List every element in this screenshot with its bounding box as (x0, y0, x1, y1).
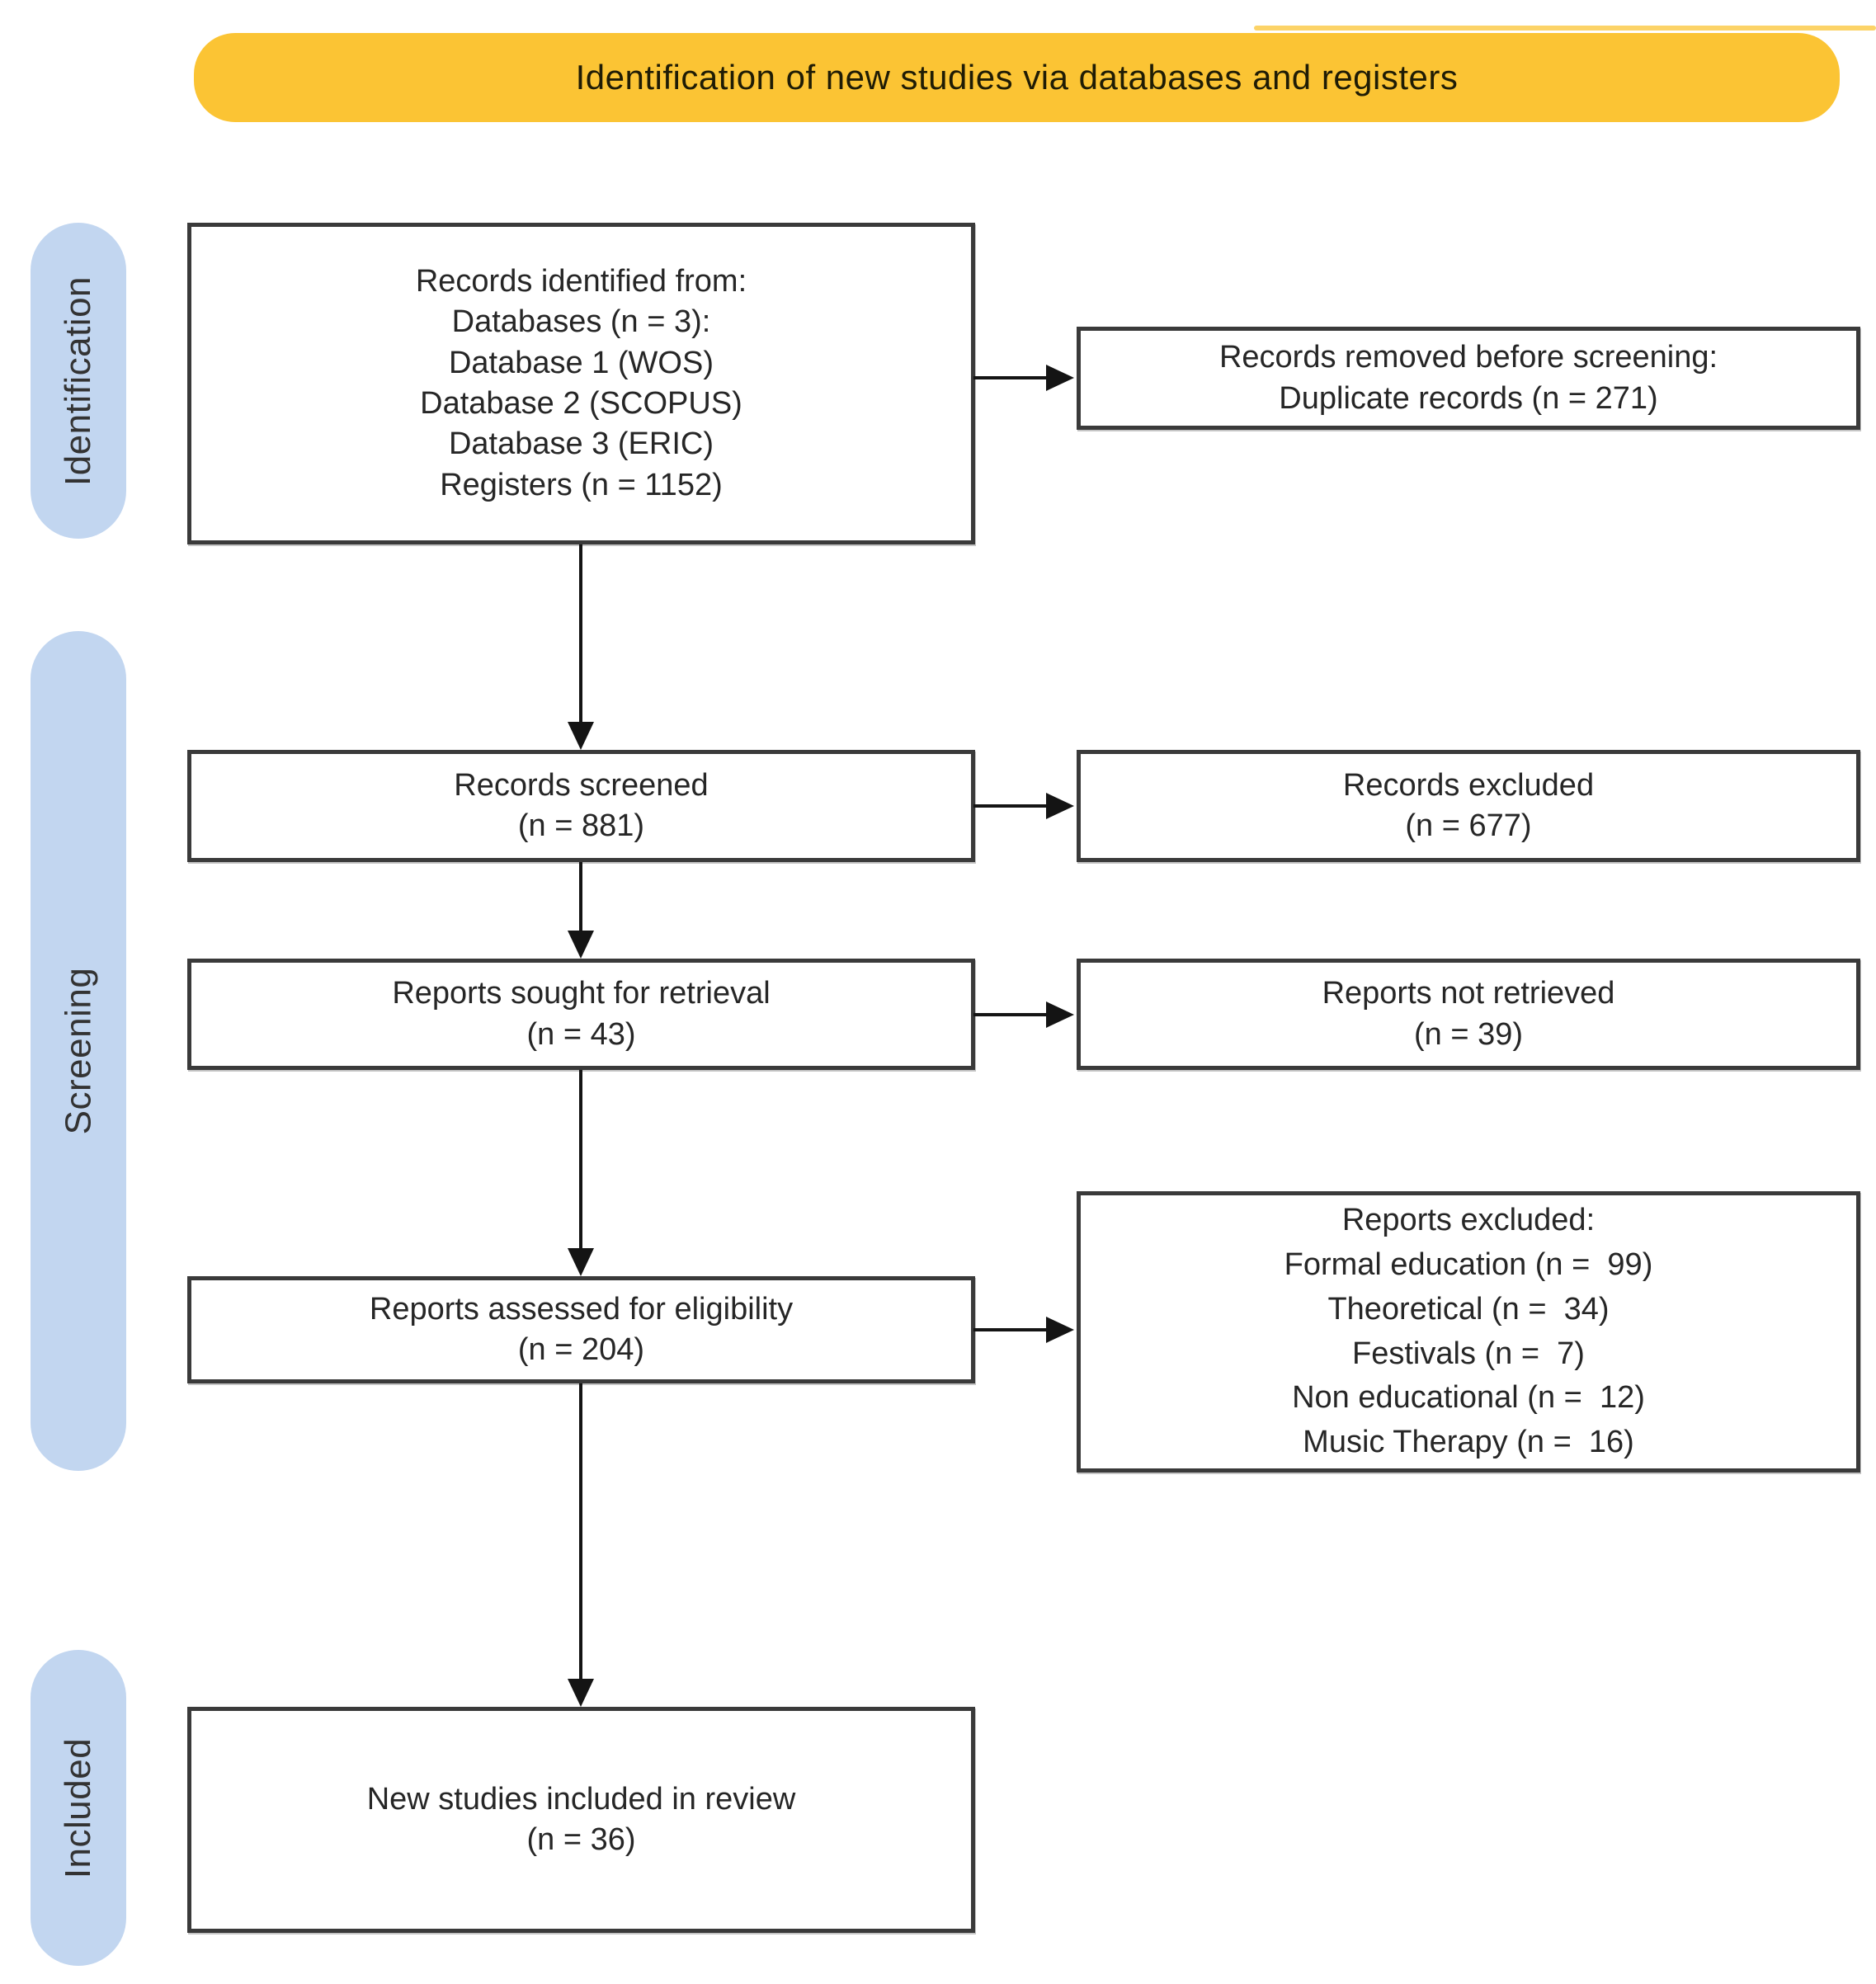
box-records-identified-text: Records identified from: Databases (n = … (415, 263, 747, 502)
arrow-line-identified-to-screened (579, 544, 582, 722)
box-reports-assessed-text: Reports assessed for eligibility (n = 20… (369, 1291, 794, 1367)
box-records-screened-text: Records screened (n = 881) (454, 767, 709, 843)
box-records-identified: Records identified from: Databases (n = … (187, 223, 975, 544)
box-reports-not-retrieved: Reports not retrieved (n = 39) (1077, 959, 1860, 1070)
arrow-down-icon (568, 722, 594, 750)
box-new-studies-included-text: New studies included in review (n = 36) (366, 1781, 796, 1857)
banner-label: Identification of new studies via databa… (575, 58, 1459, 97)
arrow-line-identified-to-removed (973, 376, 1048, 379)
box-new-studies-included: New studies included in review (n = 36) (187, 1707, 975, 1933)
stage-label-included: Included (58, 1737, 99, 1878)
box-records-removed: Records removed before screening: Duplic… (1077, 327, 1860, 430)
box-records-removed-text: Records removed before screening: Duplic… (1218, 340, 1718, 416)
stage-pill-included: Included (31, 1650, 126, 1966)
box-reports-assessed: Reports assessed for eligibility (n = 20… (187, 1276, 975, 1383)
arrow-line-screened-to-sought (579, 862, 582, 931)
arrow-line-sought-to-not-retrieved (973, 1013, 1048, 1016)
box-records-excluded-text: Records excluded (n = 677) (1342, 767, 1595, 843)
arrow-down-icon (568, 1679, 594, 1707)
stage-pill-identification: Identification (31, 223, 126, 539)
arrow-right-icon (1046, 365, 1074, 391)
box-records-screened: Records screened (n = 881) (187, 750, 975, 862)
stage-label-screening: Screening (58, 967, 99, 1135)
box-reports-excluded: Reports excluded: Formal education (n = … (1077, 1191, 1860, 1473)
arrow-right-icon (1046, 1317, 1074, 1343)
box-reports-sought-text: Reports sought for retrieval (n = 43) (392, 976, 771, 1052)
box-reports-not-retrieved-text: Reports not retrieved (n = 39) (1322, 976, 1615, 1052)
arrow-right-icon (1046, 1001, 1074, 1028)
top-edge-line (1254, 26, 1876, 31)
banner: Identification of new studies via databa… (194, 33, 1840, 122)
arrow-right-icon (1046, 793, 1074, 819)
arrow-down-icon (568, 931, 594, 959)
arrow-line-assessed-to-reports-excluded (973, 1328, 1048, 1331)
arrow-line-screened-to-excluded (973, 804, 1048, 808)
arrow-down-icon (568, 1248, 594, 1276)
box-reports-sought: Reports sought for retrieval (n = 43) (187, 959, 975, 1070)
stage-pill-screening: Screening (31, 631, 126, 1471)
box-records-excluded: Records excluded (n = 677) (1077, 750, 1860, 862)
stage-label-identification: Identification (58, 276, 98, 486)
arrow-line-assessed-to-included (579, 1383, 582, 1679)
arrow-line-sought-to-assessed (579, 1070, 582, 1248)
box-reports-excluded-text: Reports excluded: Formal education (n = … (1284, 1202, 1653, 1460)
